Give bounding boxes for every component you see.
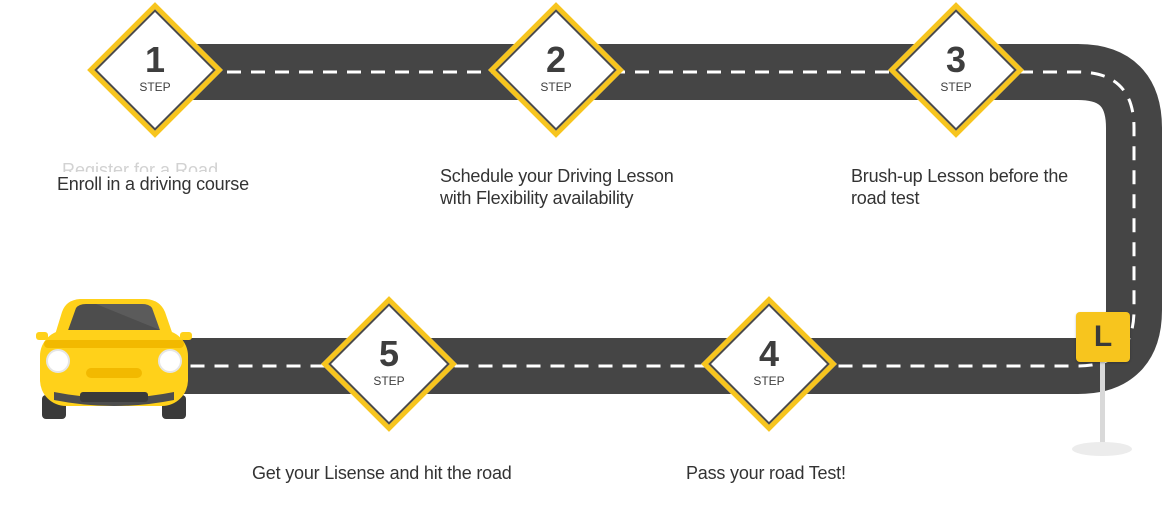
car-icon — [36, 299, 192, 419]
step-label: STEP — [540, 80, 572, 94]
l-plate-sign: L — [1076, 312, 1130, 362]
step-number: 1 — [144, 39, 166, 80]
step-3-caption: Brush-up Lesson before the road test — [851, 166, 1068, 208]
step-1-badge: 1 STEP — [87, 2, 223, 138]
step-4-caption: Pass your road Test! — [686, 463, 846, 483]
step-number: 2 — [545, 39, 567, 80]
faded-caption-text: Register for a Road — [62, 160, 219, 172]
step-2-caption: Schedule your Driving Lesson with Flexib… — [440, 166, 674, 208]
step-5-caption: Get your Lisense and hit the road — [252, 463, 512, 483]
step-2-badge: 2 STEP — [488, 2, 624, 138]
sign-post-base — [1072, 442, 1132, 456]
step-number: 3 — [945, 39, 967, 80]
step-4-badge: 4 STEP — [701, 296, 837, 432]
step-label: STEP — [940, 80, 972, 94]
step-3-badge: 3 STEP — [888, 2, 1024, 138]
step-label: STEP — [753, 374, 785, 388]
step-5-badge: 5 STEP — [321, 296, 457, 432]
step-number: 4 — [758, 333, 780, 374]
step-1-caption: Enroll in a driving course — [57, 174, 249, 194]
step-label: STEP — [139, 80, 171, 94]
step-number: 5 — [378, 333, 400, 374]
l-plate-letter: L — [1093, 320, 1113, 353]
sign-post — [1100, 360, 1105, 446]
step-label: STEP — [373, 374, 405, 388]
